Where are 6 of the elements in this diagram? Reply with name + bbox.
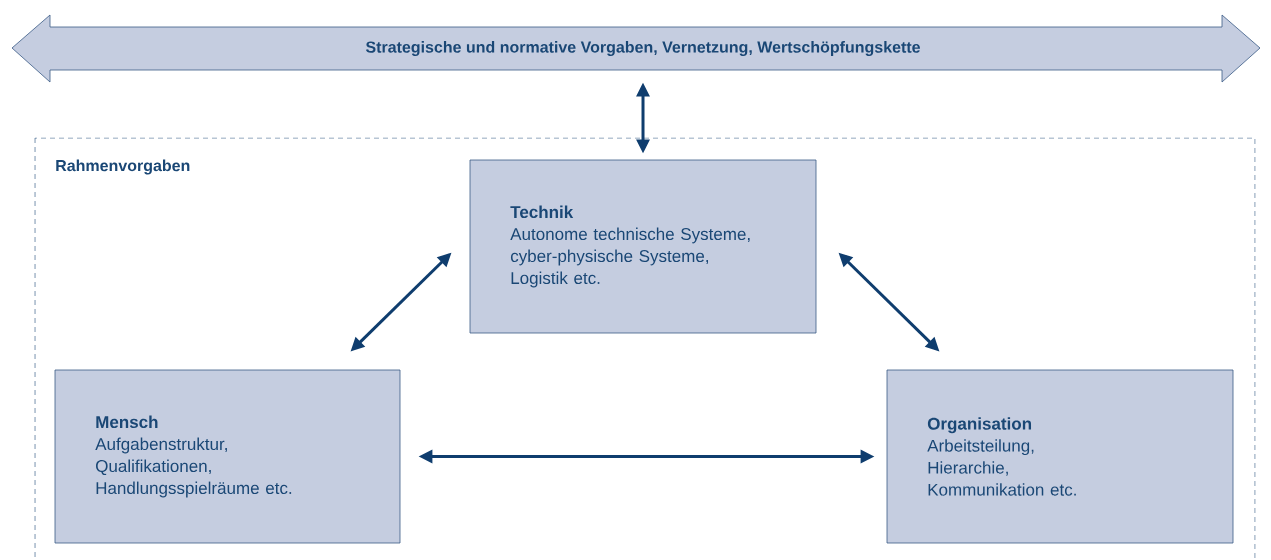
text-box: Organisation Arbeitsteilung, Hierarchie, Kommunikation etc. — [886, 369, 1234, 544]
dashed-frame — [34, 137, 1256, 560]
text-box: Technik Autonome technische Systeme, cyber-physische Systeme, Logistik etc. — [469, 159, 817, 334]
double-arrow-band: Strategische und normative Vorgaben, Vernetzung, Wertschöpfungskette — [11, 14, 1261, 83]
frame-heading: Rahmenvorgaben — [56, 159, 190, 175]
text-box: Mensch Aufgabenstruktur, Qualifikationen, Handlungsspielräume etc. — [54, 369, 401, 544]
